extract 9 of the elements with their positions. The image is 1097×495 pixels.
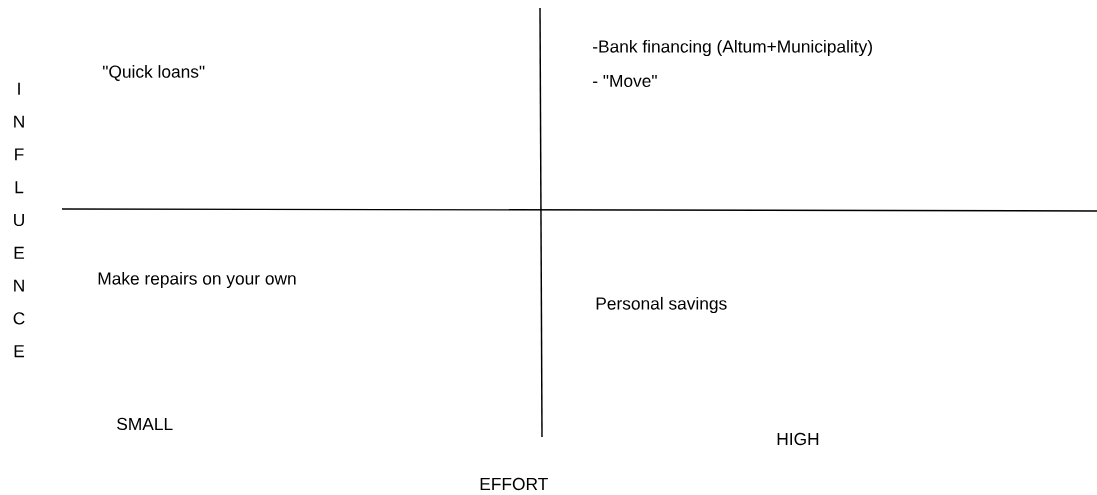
quadrant-text: Personal savings: [596, 296, 727, 314]
quadrant-text: "Quick loans": [103, 65, 205, 81]
axis-label: INFLUENCE: [13, 82, 25, 358]
quadrant-text: - "Move": [593, 74, 657, 88]
quadrant-text: Make repairs on your own: [98, 271, 296, 289]
axis-label: SMALL: [117, 417, 173, 431]
axis-label: EFFORT: [480, 477, 548, 491]
axis-label: HIGH: [777, 432, 819, 446]
quadrant-text: -Bank financing (Altum+Municipality): [593, 39, 872, 57]
